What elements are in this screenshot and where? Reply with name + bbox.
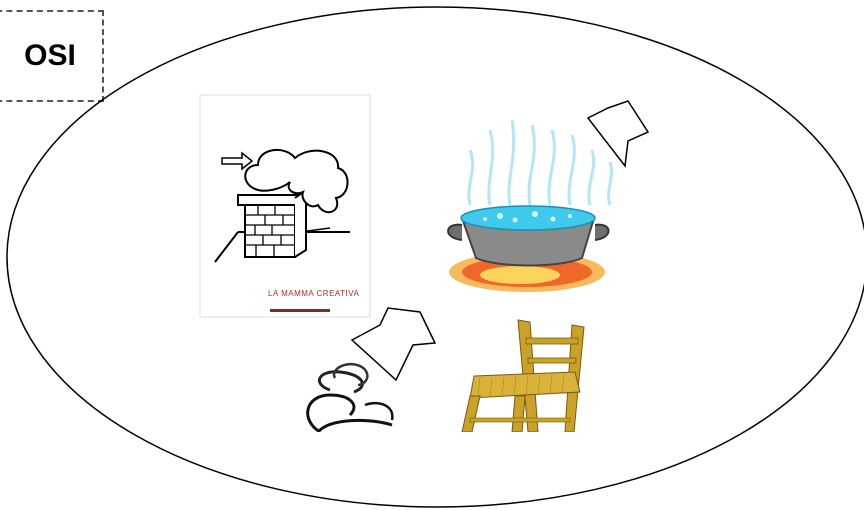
chair-image [462,320,584,432]
chimney-watermark: LA MAMMA CREATIVA [268,290,368,312]
chimney-image [215,150,350,262]
steam-arrow-icon [588,101,648,166]
boiling-pot-image [448,120,611,292]
hot-cup-image [308,364,393,432]
